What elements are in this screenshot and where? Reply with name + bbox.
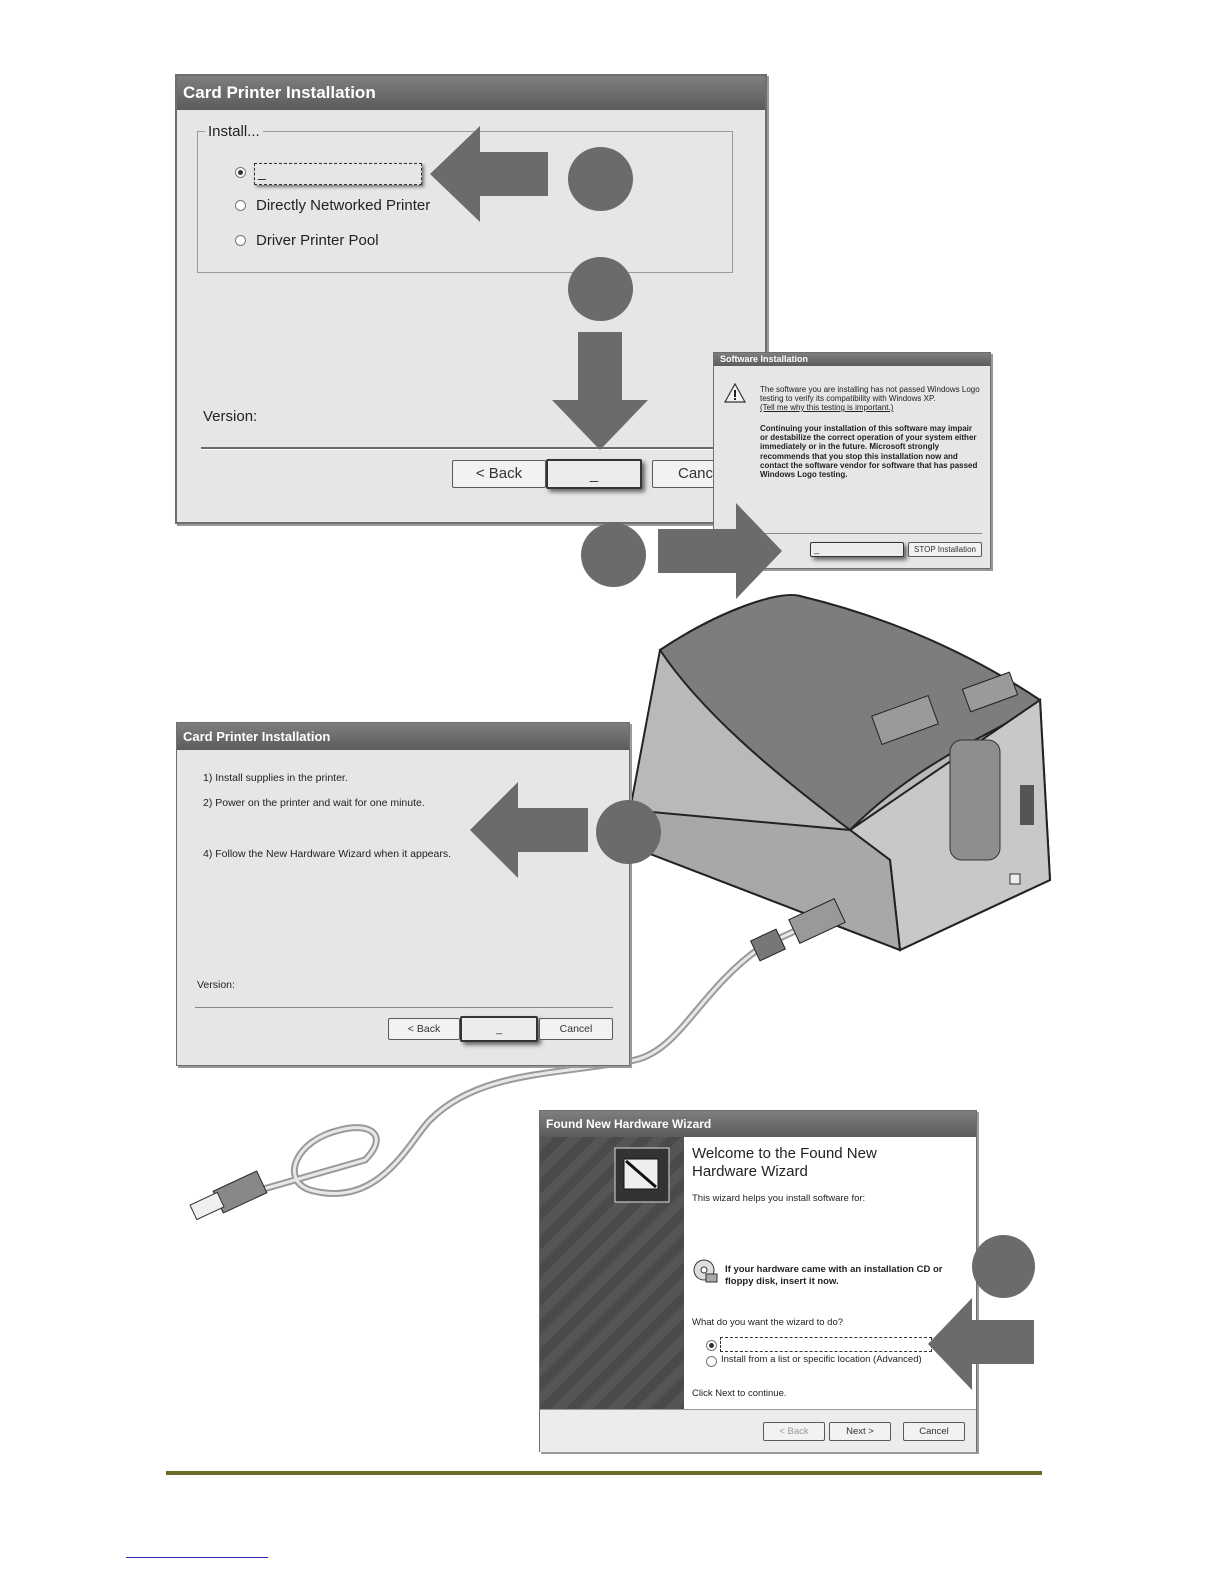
wizard-cancel-button[interactable]: Cancel [903,1422,965,1441]
wizard-intro: This wizard helps you install software f… [692,1193,866,1204]
next-button[interactable]: _ [546,459,642,489]
hardware-wizard-icon [614,1147,670,1203]
software-dialog-divider [720,533,982,534]
back-button[interactable]: < Back [452,460,546,488]
tell-me-why-link[interactable]: (Tell me why this testing is important.) [760,403,894,412]
dialog2-cancel-button[interactable]: Cancel [539,1018,613,1040]
warning-icon [724,383,746,403]
arrow-left-icon-2 [470,782,588,878]
footer-rule [166,1471,1042,1475]
warning-text: Continuing your installation of this sof… [760,424,978,480]
arrow-left-icon [430,126,548,222]
arrow-down-icon [552,332,648,450]
callout-circle-4 [596,800,661,864]
wizard-cd-note: If your hardware came with an installati… [725,1264,943,1287]
install-option-local-radio[interactable] [235,167,246,178]
dialog2-title: Card Printer Installation [183,729,331,744]
cd-icon [693,1259,718,1283]
wizard-question: What do you want the wizard to do? [692,1317,844,1328]
wizard-back-button[interactable]: < Back [763,1422,825,1441]
wizard-title-bar: Found New Hardware Wizard [540,1111,976,1137]
logo-testing-line2: testing to verify its compatibility with… [760,394,936,403]
callout-circle-1 [568,147,633,211]
wizard-heading: Welcome to the Found New Hardware Wizard [692,1145,877,1180]
continue-anyway-button[interactable]: _ [810,542,904,557]
install-option-network-radio[interactable] [235,200,246,211]
callout-circle-5 [972,1235,1035,1298]
install-group-label: Install... [205,123,263,140]
wizard-option-advanced-label[interactable]: Install from a list or specific location… [721,1354,922,1365]
arrow-left-icon-3 [928,1298,1034,1390]
divider [201,447,741,450]
usb-cable-illustration [189,897,846,1221]
step-1-text: 1) Install supplies in the printer. [203,772,348,784]
logo-testing-line1: The software you are installing has not … [760,385,980,394]
install-option-pool-label[interactable]: Driver Printer Pool [256,232,379,249]
arrow-right-icon [658,503,782,599]
step-2-text: 2) Power on the printer and wait for one… [203,797,425,809]
install-option-local-label: _ [258,164,266,180]
card-printer-installation-dialog-2: Card Printer Installation 1) Install sup… [176,722,630,1066]
wizard-option-advanced-radio[interactable] [706,1356,717,1367]
wizard-next-button[interactable]: Next > [829,1422,891,1441]
install-option-network-label[interactable]: Directly Networked Printer [256,197,431,214]
install-option-pool-radio[interactable] [235,235,246,246]
callout-circle-3 [581,523,646,587]
install-option-local-focus[interactable]: _ [254,163,422,185]
wizard-option-auto-radio[interactable] [706,1340,717,1351]
footer-link-underline[interactable] [126,1557,268,1558]
found-new-hardware-wizard: Found New Hardware Wizard Welcome to the… [539,1110,977,1452]
wizard-option-auto-focus[interactable] [720,1337,932,1352]
wizard-continue-note: Click Next to continue. [692,1388,787,1399]
callout-circle-2 [568,257,633,321]
dialog2-title-bar: Card Printer Installation [177,723,629,750]
dialog2-next-button[interactable]: _ [460,1016,538,1042]
dialog2-back-button[interactable]: < Back [388,1018,460,1040]
install-group-box [197,131,733,273]
version-label: Version: [203,408,258,425]
wizard-title: Found New Hardware Wizard [546,1117,712,1131]
dialog2-version-label: Version: [197,979,235,991]
software-dialog-title-bar: Software Installation [714,353,990,366]
step-4-text: 4) Follow the New Hardware Wizard when i… [203,848,452,860]
stop-installation-button[interactable]: STOP Installation [908,542,982,557]
software-dialog-title: Software Installation [720,354,809,364]
dialog-title: Card Printer Installation [183,83,376,102]
dialog2-divider [195,1007,613,1008]
dialog-title-bar: Card Printer Installation [177,76,765,110]
